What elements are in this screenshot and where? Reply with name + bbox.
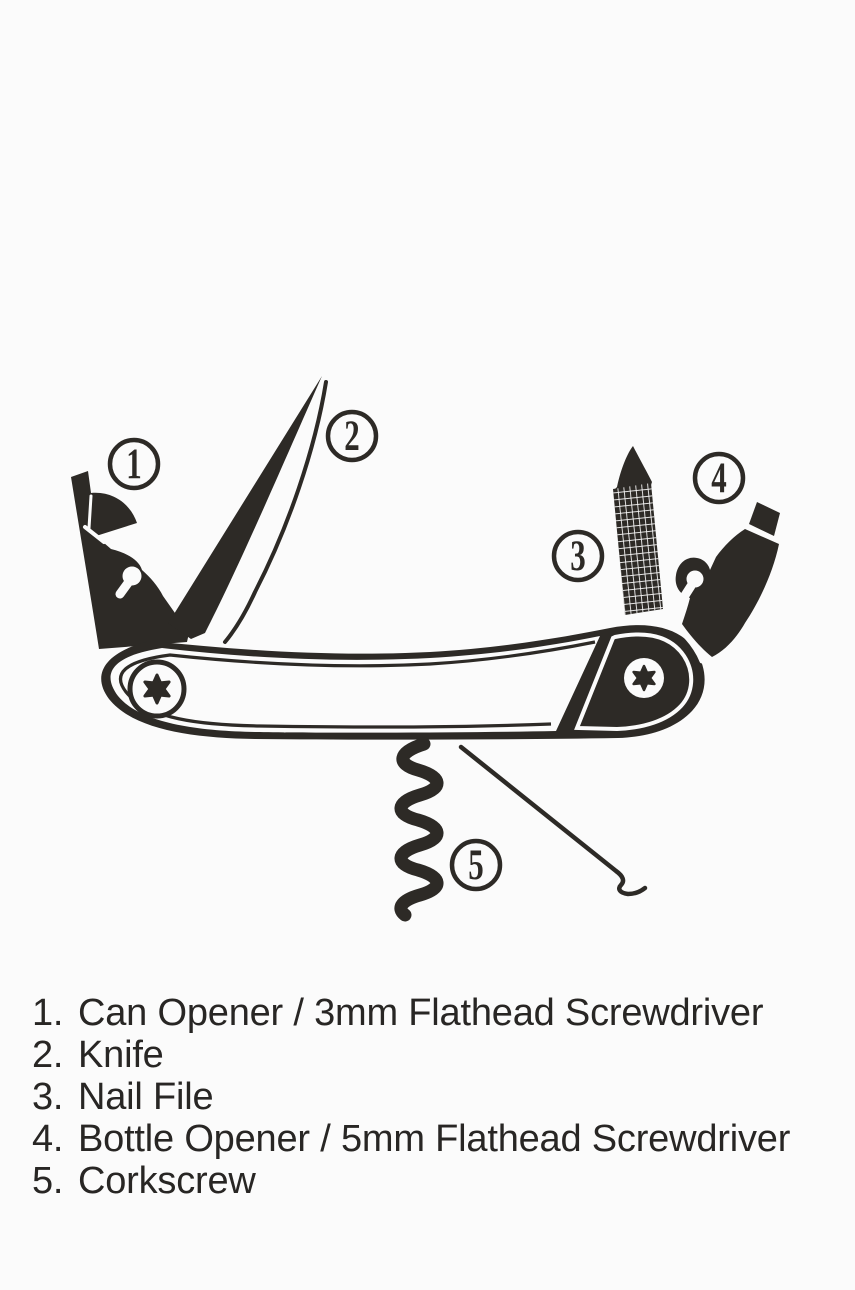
nail-file-tool [613,446,663,615]
can-opener-tool [71,471,189,649]
bottle-opener-tip [749,502,780,536]
legend-label: Bottle Opener / 5mm Flathead Screwdriver [78,1118,791,1160]
callout-3: 3 [551,529,605,583]
callout-number: 1 [126,441,141,488]
legend-number: 5. [32,1160,64,1202]
callout-number: 4 [711,455,727,502]
callout-1: 1 [107,437,161,491]
blade-edge-highlight [223,380,328,644]
knife-handle [101,617,705,740]
legend-item: 1. Can Opener / 3mm Flathead Screwdriver [32,992,790,1034]
legend-number: 3. [32,1076,64,1118]
callout-5: 5 [449,838,503,892]
dark-scale-stripe [574,632,694,732]
nail-file-grid [613,483,663,615]
legend-number: 2. [32,1034,64,1076]
legend-label: Knife [78,1034,164,1076]
multitool-illustration: 1 2 3 4 5 [71,376,780,922]
nail-file-tip [614,446,652,490]
callout-2: 2 [325,409,379,463]
corkscrew-tool [394,737,444,922]
legend-label: Nail File [78,1076,214,1118]
legend-number: 4. [32,1118,64,1160]
callout-4: 4 [692,451,746,505]
knife-blade-tool [168,376,328,644]
legend-label: Can Opener / 3mm Flathead Screwdriver [78,992,764,1034]
legend-label: Corkscrew [78,1160,256,1202]
handle-inner-line [119,640,596,729]
bottle-opener-tool [675,502,780,657]
torx-screw-icon [127,659,187,719]
callout-number: 2 [344,413,359,460]
legend-number: 1. [32,992,64,1034]
callout-number: 3 [570,533,585,580]
pin-tool [458,744,648,897]
legend-item: 3. Nail File [32,1076,790,1118]
legend-item: 2. Knife [32,1034,790,1076]
legend: 1. Can Opener / 3mm Flathead Screwdriver… [32,992,790,1202]
callout-number: 5 [468,842,483,889]
legend-item: 5. Corkscrew [32,1160,790,1202]
legend-item: 4. Bottle Opener / 5mm Flathead Screwdri… [32,1118,790,1160]
torx-screw-icon [624,658,664,698]
